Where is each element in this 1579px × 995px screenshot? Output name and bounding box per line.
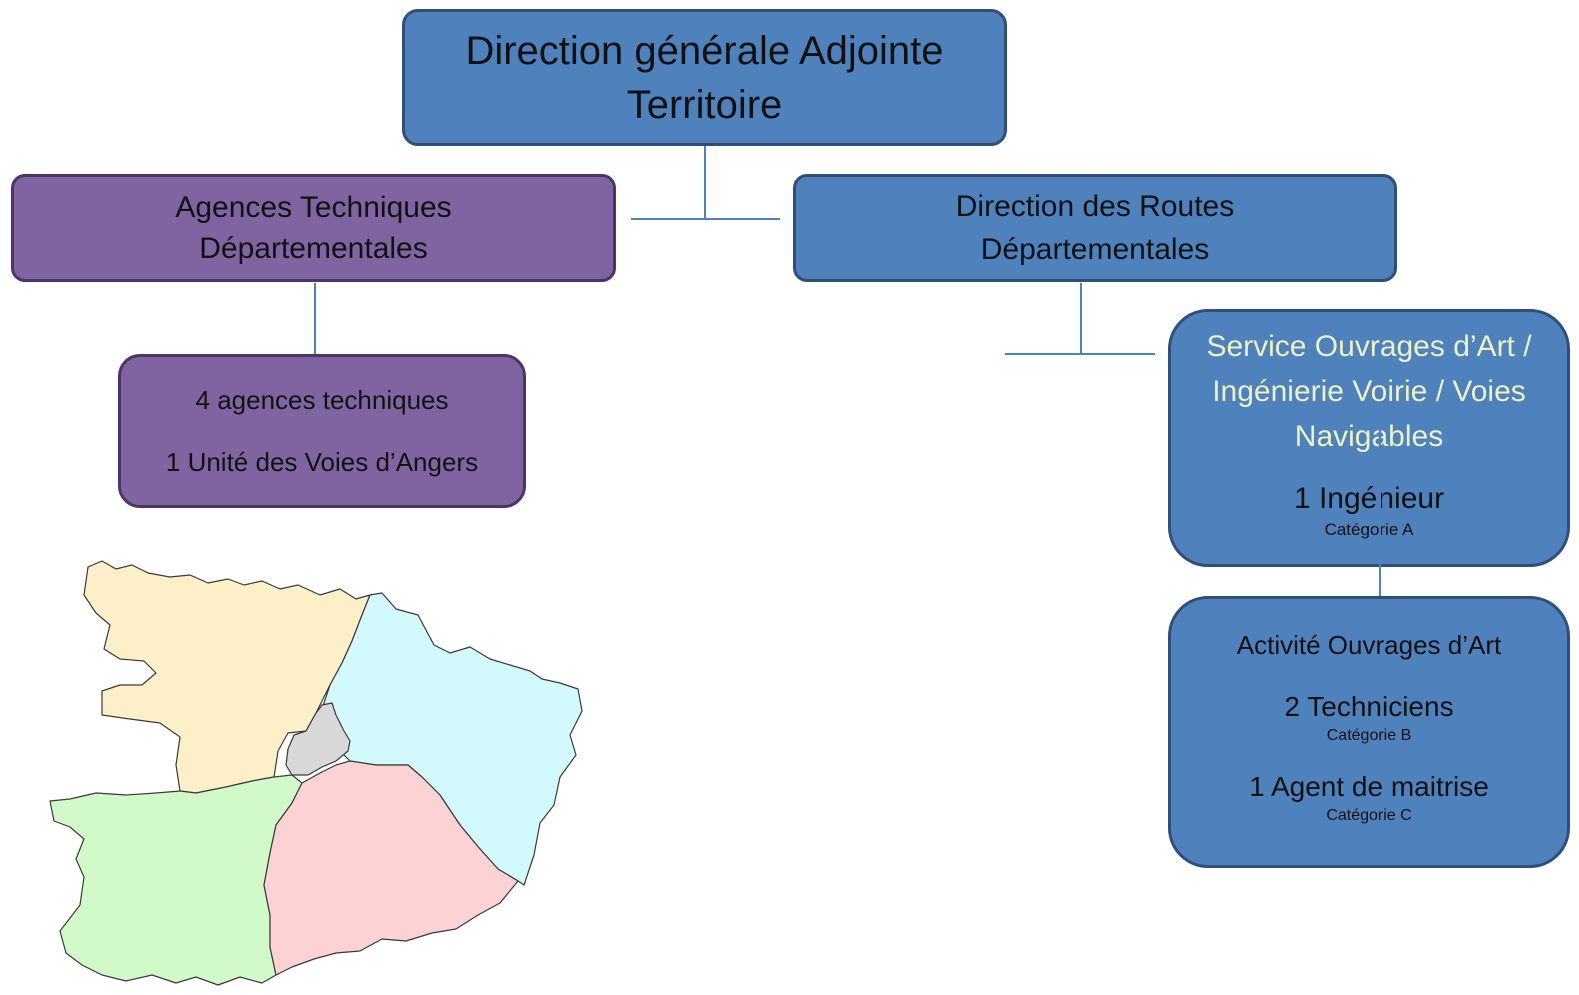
connector-service-activite: [1379, 420, 1381, 598]
activite-staff-techniciens: 2 Techniciens: [1284, 691, 1454, 722]
connector-agences-down: [314, 283, 316, 355]
activite-category-b: Catégorie B: [1326, 727, 1412, 744]
activite-ouvrages-box: Activité Ouvrages d’Art 2 Techniciens Ca…: [1168, 596, 1570, 868]
service-staff: 1 Ingénieur: [1293, 482, 1445, 515]
activite-category-c: Catégorie C: [1326, 807, 1412, 824]
map-zone-south-west: [49, 774, 303, 986]
direction-routes-line1: Direction des Routes: [955, 190, 1235, 223]
connector-top-vertical: [704, 146, 706, 220]
agences-count: 4 agences techniques: [195, 385, 449, 415]
agences-detail-box: 4 agences techniques 1 Unité des Voies d…: [118, 354, 526, 508]
direction-generale-line2: Territoire: [626, 82, 783, 127]
service-ouvrages-box: Service Ouvrages d’Art / Ingénierie Voir…: [1168, 309, 1570, 567]
agences-techniques-line2: Départementales: [199, 232, 428, 265]
direction-generale-box: Direction générale Adjointe Territoire: [402, 9, 1007, 146]
department-map: [49, 560, 583, 986]
connector-level1-horizontal: [631, 218, 780, 220]
service-category: Catégorie A: [1324, 520, 1414, 539]
activite-title: Activité Ouvrages d’Art: [1236, 630, 1502, 660]
direction-generale-line1: Direction générale Adjointe: [465, 28, 944, 73]
map-zone-north-west: [83, 560, 371, 794]
activite-staff-agent: 1 Agent de maitrise: [1249, 771, 1489, 802]
connector-routes-horizontal: [1005, 353, 1155, 355]
service-title-line2: Ingénierie Voirie / Voies: [1212, 375, 1526, 408]
map-zone-south-east: [263, 760, 519, 976]
connector-routes-down: [1080, 283, 1082, 355]
service-title-line1: Service Ouvrages d’Art /: [1206, 330, 1532, 363]
agences-techniques-box: Agences Techniques Départementales: [11, 174, 616, 282]
direction-routes-line2: Départementales: [980, 233, 1210, 266]
service-title-line3: Navigables: [1294, 420, 1444, 453]
map-zone-center: [285, 702, 351, 776]
unite-voies-angers: 1 Unité des Voies d’Angers: [165, 447, 479, 477]
direction-routes-box: Direction des Routes Départementales: [793, 174, 1397, 282]
agences-techniques-line1: Agences Techniques: [175, 191, 452, 224]
